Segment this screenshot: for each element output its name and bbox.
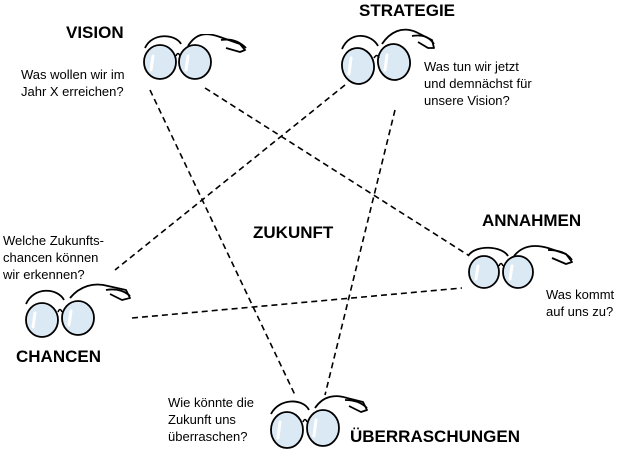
line-strategie-chancen [114, 84, 346, 271]
chancen-title: CHANCEN [16, 347, 101, 366]
chancen-question: Welche Zukunfts- chancen können wir erke… [3, 233, 104, 282]
line-vision-ueberraschungen [149, 89, 296, 396]
annahmen-title: ANNAHMEN [482, 211, 582, 230]
eyeglasses-icon [341, 28, 435, 85]
vision-question: Was wollen wir im Jahr X erreichen? [21, 67, 125, 99]
eyeglasses-icon [25, 283, 131, 338]
strategie-title: STRATEGIE [359, 1, 456, 20]
center-label: ZUKUNFT [253, 223, 334, 242]
annahmen-question: Was kommt auf uns zu? [546, 287, 615, 319]
ueberraschungen-question: Wie könnte die Zukunft uns überraschen? [168, 395, 254, 444]
eyeglasses-icon [467, 245, 573, 289]
eyeglasses-icon [143, 34, 247, 80]
vision-title: VISION [66, 23, 124, 42]
line-strategie-ueberraschungen [324, 109, 396, 396]
ueberraschungen-title: ÜBERRASCHUNGEN [350, 427, 521, 446]
eyeglasses-icon [270, 395, 368, 449]
line-chancen-annahmen [131, 287, 463, 319]
line-vision-annahmen [204, 87, 469, 256]
strategie-question: Was tun wir jetzt und demnächst für unse… [424, 59, 532, 108]
